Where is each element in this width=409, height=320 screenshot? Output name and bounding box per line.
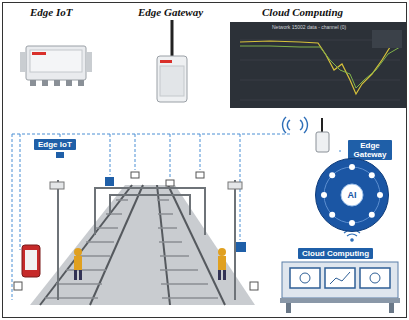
- section-title: Edge Gateway: [138, 6, 203, 18]
- edge-iot-device: [20, 46, 92, 86]
- section-title: Edge IoT: [30, 6, 72, 18]
- wifi-symbol: [283, 117, 308, 133]
- node-text: AI: [348, 190, 357, 200]
- edge-gateway-tab: Edge Gateway: [348, 140, 392, 160]
- node-text: Cloud Computing: [302, 249, 369, 258]
- railway-scene: [14, 152, 258, 305]
- cloud-computing-tab: Cloud Computing: [298, 248, 373, 259]
- gateway-icon: [316, 118, 329, 152]
- node-text: Edge Gateway: [352, 141, 388, 159]
- section-title: Cloud Computing: [262, 6, 343, 18]
- chart-title: Network 15002 data - channel (0): [272, 24, 346, 30]
- ai-circle: AI: [315, 158, 389, 232]
- node-text: Edge IoT: [38, 140, 72, 149]
- cloud-chart: [230, 22, 406, 108]
- cloud-desk: [280, 262, 400, 313]
- edge-gateway-device: [157, 20, 187, 102]
- edge-iot-tab: Edge IoT: [34, 139, 76, 150]
